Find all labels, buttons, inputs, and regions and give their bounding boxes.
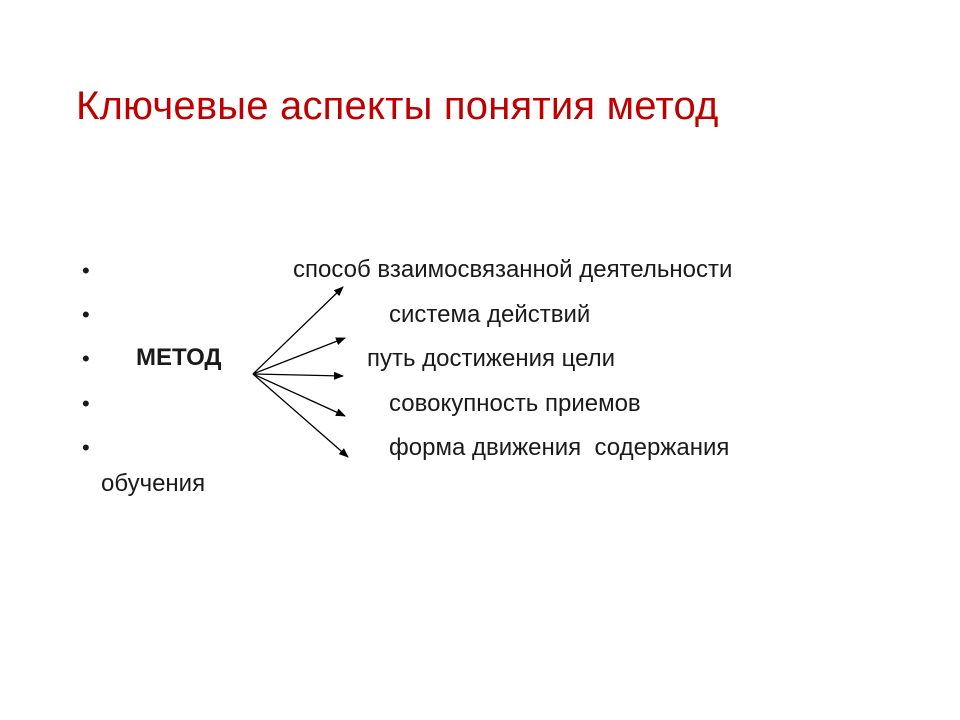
slide-title: Ключевые аспекты понятия метод (76, 84, 719, 128)
arrow-to-aspect-2 (252, 337, 346, 375)
arrow-to-aspect-5 (252, 373, 349, 458)
arrow-to-aspect-3 (252, 371, 344, 380)
aspect-item-5: форма движения содержания (389, 434, 730, 461)
aspect-item-3: путь достижения цели (367, 345, 616, 372)
aspect-item-1: способ взаимосвязанной деятельности (293, 256, 733, 283)
bullet-3: • (82, 346, 90, 371)
arrow-to-aspect-1 (252, 286, 344, 375)
aspect-item-2: система действий (389, 301, 591, 328)
center-term-method: МЕТОД (136, 344, 222, 371)
arrow-to-aspect-4 (252, 373, 346, 417)
aspect-item-4: совокупность приемов (389, 390, 641, 417)
bullet-2: • (82, 302, 90, 327)
bullet-1: • (82, 258, 90, 283)
bullet-4: • (82, 391, 90, 416)
bullet-5: • (82, 435, 90, 460)
aspect-item-5-continuation: обучения (101, 470, 206, 497)
